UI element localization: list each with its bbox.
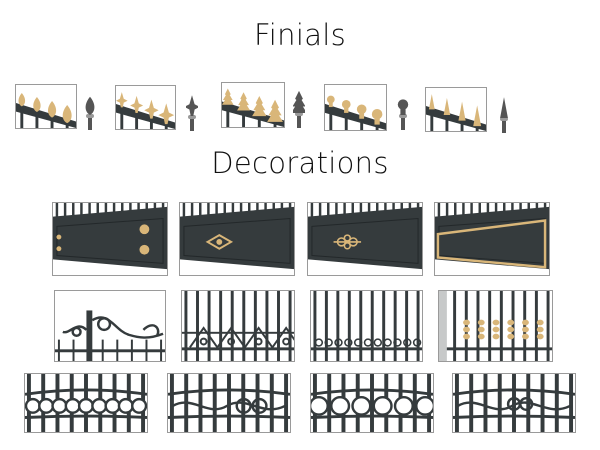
decoration-option-10[interactable]: [167, 373, 291, 433]
finials-heading: Finials: [253, 18, 347, 52]
ball-finial-icon: [397, 90, 409, 130]
finial-option-4[interactable]: [324, 84, 387, 131]
decoration-option-4[interactable]: [434, 202, 550, 276]
decoration-option-2[interactable]: [179, 202, 295, 276]
finial-option-2[interactable]: [115, 85, 176, 130]
leaf-spear-finial-icon: [293, 88, 305, 128]
decoration-option-12[interactable]: [452, 373, 576, 433]
decoration-option-8[interactable]: [438, 290, 553, 362]
finial-option-3[interactable]: [221, 82, 285, 128]
decoration-option-7[interactable]: [310, 290, 423, 362]
decoration-option-9[interactable]: [24, 373, 148, 433]
spear-point-finial-icon: [498, 93, 510, 133]
decoration-option-5[interactable]: [54, 290, 166, 362]
decoration-option-3[interactable]: [307, 202, 423, 276]
fleur-spear-finial-icon: [186, 91, 198, 131]
decoration-option-1[interactable]: [52, 202, 168, 276]
decoration-option-11[interactable]: [310, 373, 434, 433]
flame-finial-icon: [84, 90, 96, 130]
decoration-option-6[interactable]: [181, 290, 295, 362]
finial-option-5[interactable]: [425, 87, 487, 132]
decorations-heading: Decorations: [211, 146, 389, 180]
finial-option-1[interactable]: [15, 84, 77, 129]
